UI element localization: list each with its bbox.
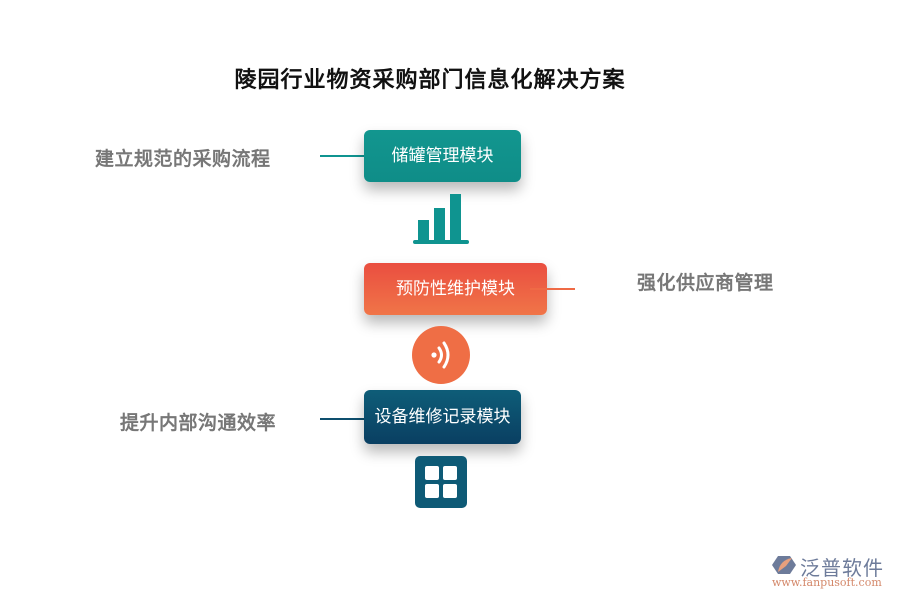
side-label-2: 强化供应商管理 (637, 272, 774, 294)
connector-line-3 (320, 418, 365, 420)
logo-name: 泛普软件 (800, 556, 884, 580)
page-title: 陵园行业物资采购部门信息化解决方案 (234, 68, 626, 93)
logo-url: www.fanpusoft.com (772, 576, 882, 589)
side-label-3: 提升内部沟通效率 (120, 412, 277, 434)
logo-mark-icon (772, 556, 796, 574)
module-box-equipment-repair-records: 设备维修记录模块 (364, 390, 521, 444)
fanpu-logo: 泛普软件 www.fanpusoft.com (772, 552, 892, 592)
connector-line-2 (530, 288, 575, 290)
grid-icon (415, 456, 467, 508)
signal-wave-icon (412, 326, 470, 384)
bar-chart-icon (412, 190, 470, 246)
module-box-preventive-maintenance: 预防性维护模块 (364, 263, 547, 315)
side-label-1: 建立规范的采购流程 (95, 148, 271, 170)
module-box-tank-management: 储罐管理模块 (364, 130, 521, 182)
connector-line-1 (320, 155, 365, 157)
